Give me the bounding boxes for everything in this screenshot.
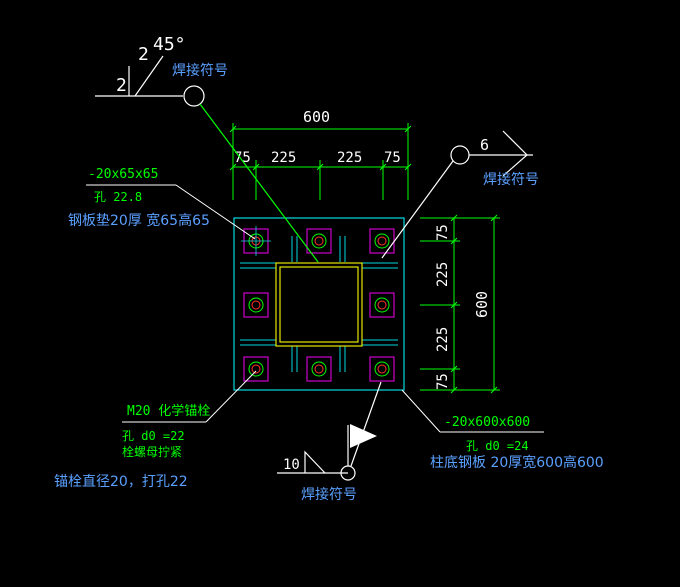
bolt-mid-left	[243, 292, 269, 318]
base-plate	[233, 217, 405, 391]
weld-leader-top-left	[199, 103, 319, 263]
dim-top-225-right: 225	[337, 150, 362, 166]
bolt-bottom-mid	[306, 356, 332, 382]
weld-tl-leg-vertical: 2	[116, 75, 127, 96]
base-plate-outline	[233, 217, 405, 391]
dim-right-75-bottom: 75	[435, 373, 451, 390]
bolt-top-left	[241, 226, 271, 256]
base-leader	[401, 389, 544, 433]
anchor-name: M20 化学锚栓	[127, 403, 210, 419]
weld-label-top-right: 焊接符号	[483, 171, 539, 188]
bolt-top-mid	[306, 228, 332, 254]
weld-flag-icon	[350, 424, 377, 448]
pad-hole: 孔 22.8	[94, 190, 142, 204]
anchor-extra: 栓螺母拧紧	[122, 444, 182, 459]
dim-top-225-left: 225	[271, 150, 296, 166]
top-dimension-lines	[229, 123, 412, 200]
weld-label-bottom: 焊接符号	[301, 486, 357, 503]
weld-tl-angle: 45°	[153, 34, 186, 55]
weld-tl-leg-angle: 2	[138, 44, 149, 65]
anchor-leader	[122, 370, 257, 423]
bolt-bottom-left	[243, 356, 269, 382]
pad-leader	[86, 184, 256, 240]
pad-plate-label: 钢板垫20厚 宽65高65	[68, 212, 210, 229]
column-tube	[275, 262, 363, 347]
bolt-bottom-right	[369, 356, 395, 382]
dim-right-225-bottom: 225	[435, 327, 451, 352]
dim-top-total: 600	[303, 108, 330, 126]
pad-spec: -20x65x65	[88, 167, 158, 182]
weld-symbol-top-left	[95, 55, 205, 107]
weld-symbol-bottom	[277, 381, 382, 481]
weld-tr-size: 6	[480, 136, 489, 154]
weld-label-top-left: 焊接符号	[172, 62, 228, 79]
base-plate-label: 柱底钢板 20厚宽600高600	[430, 454, 604, 471]
dim-top-75-right: 75	[384, 150, 401, 166]
dim-right-600: 600	[473, 291, 491, 318]
dim-right-225-top: 225	[435, 262, 451, 287]
base-hole: 孔 d0 =24	[466, 439, 529, 453]
dim-right-75-top: 75	[435, 224, 451, 241]
weld-bottom-size: 10	[283, 457, 300, 473]
anchor-hole: 孔 d0 =22	[122, 429, 185, 443]
stiffener-ribs	[240, 236, 398, 372]
bolt-top-right	[369, 228, 395, 254]
right-dimension-lines	[420, 214, 500, 394]
bolt-mid-right	[369, 292, 395, 318]
anchor-bolt-label: 锚栓直径20，打孔22	[54, 473, 188, 490]
weld-symbol-top-right	[381, 130, 533, 259]
dim-top-75-left: 75	[234, 150, 251, 166]
base-spec: -20x600x600	[444, 415, 530, 430]
